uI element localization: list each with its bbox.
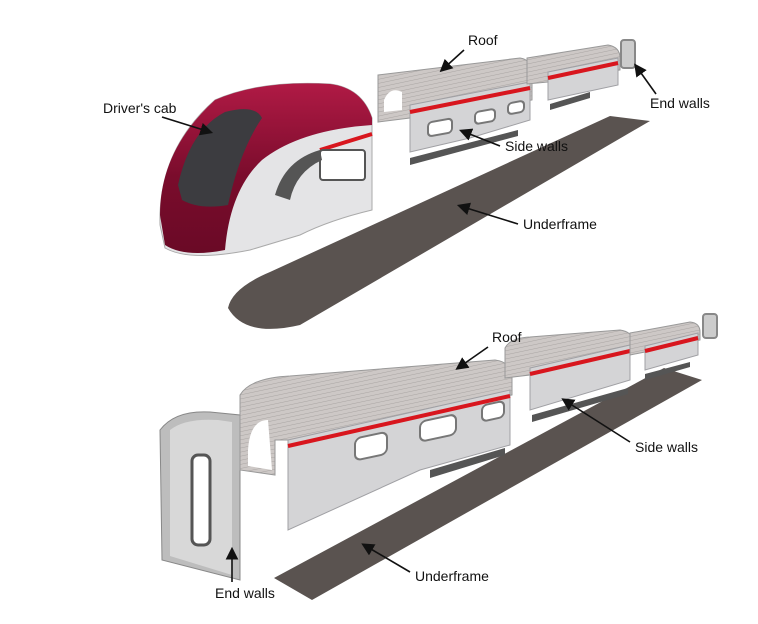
label-end-walls-bottom: End walls [215, 585, 275, 601]
bottom-coach-1 [239, 359, 513, 531]
cab-windscreen [178, 109, 262, 207]
label-underframe-bottom: Underframe [415, 568, 489, 584]
bottom-coach-3 [629, 321, 701, 380]
top-coach-2 [526, 44, 621, 110]
label-side-walls-bottom: Side walls [635, 439, 698, 455]
bottom-end-wall-large [159, 411, 241, 581]
bottom-assembly: Roof Side walls End walls Underframe [159, 313, 718, 601]
label-side-walls: Side walls [505, 138, 568, 154]
bottom-underframe [274, 368, 702, 600]
label-drivers-cab: Driver's cab [103, 100, 177, 116]
drivers-cab [159, 82, 373, 256]
top-coach-1 [377, 57, 533, 165]
label-end-walls: End walls [650, 95, 710, 111]
label-underframe: Underframe [523, 216, 597, 232]
top-assembly: Roof Driver's cab End walls Side walls U… [103, 32, 710, 329]
top-underframe [228, 116, 650, 329]
top-end-wall [620, 39, 636, 69]
label-roof-bottom: Roof [492, 329, 522, 345]
label-roof: Roof [468, 32, 498, 48]
bottom-end-wall-small [702, 313, 718, 339]
bottom-side-wall-2 [529, 344, 631, 411]
